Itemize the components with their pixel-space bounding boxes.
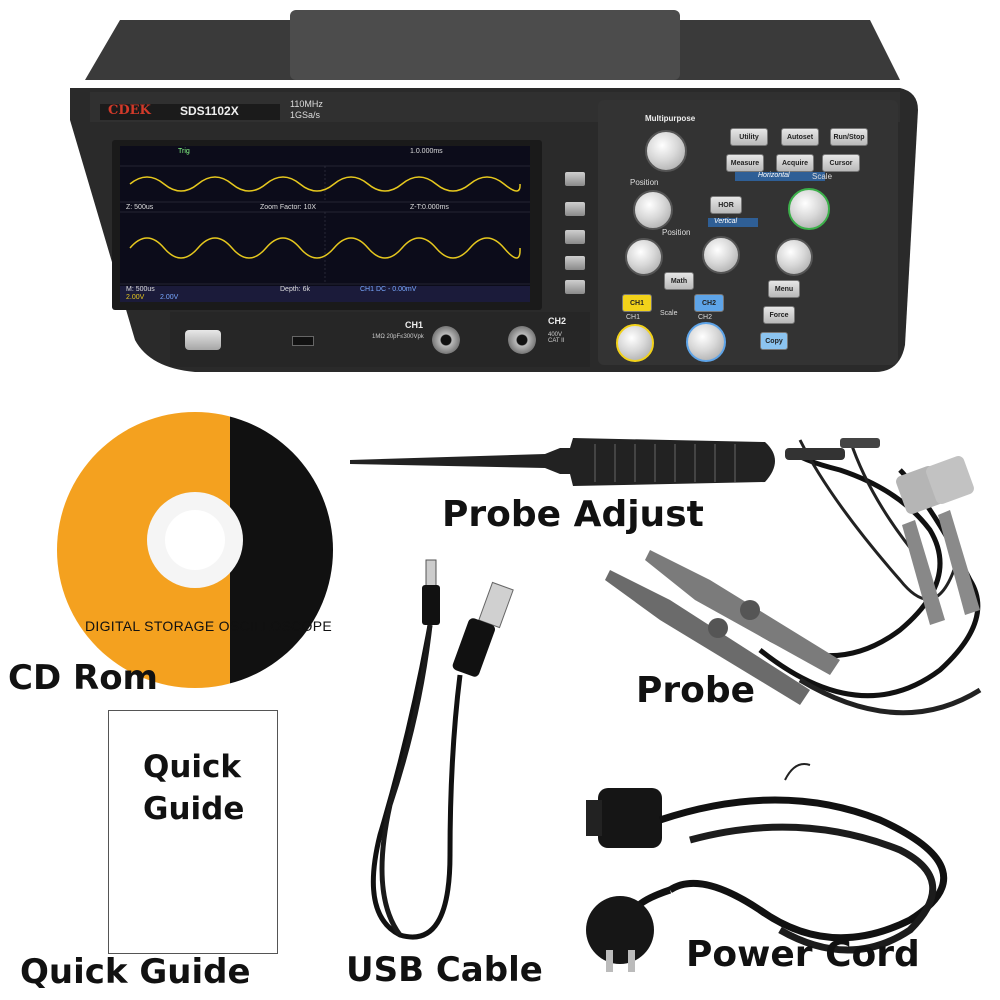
acquire-button[interactable]: Acquire bbox=[776, 154, 814, 172]
scope-screen: Trig 1.0.000ms Z: 500us Zoom Factor: 10X… bbox=[120, 146, 530, 302]
menu-button[interactable]: Menu bbox=[768, 280, 800, 298]
utility-button[interactable]: Utility bbox=[730, 128, 768, 146]
softkey-5[interactable] bbox=[565, 280, 585, 294]
usb-port[interactable] bbox=[292, 336, 314, 346]
ch2-scale-knob[interactable] bbox=[686, 322, 726, 362]
ch1-button[interactable]: CH1 bbox=[622, 294, 652, 312]
zoom-factor: Zoom Factor: 10X bbox=[260, 204, 317, 211]
cursor-button[interactable]: Cursor bbox=[822, 154, 860, 172]
probe-label: Probe bbox=[636, 670, 756, 711]
vertical-scale-label: Scale bbox=[660, 310, 678, 317]
cat-spec-label: 400V CAT II bbox=[548, 332, 565, 344]
usb-cable-label: USB Cable bbox=[346, 950, 543, 990]
horizontal-scale-label: Scale bbox=[812, 172, 833, 181]
ch1-volts: 2.00V bbox=[126, 294, 145, 301]
quick-guide-booklet: Quick Guide bbox=[108, 710, 278, 954]
autoset-button[interactable]: Autoset bbox=[781, 128, 819, 146]
softkey-4[interactable] bbox=[565, 256, 585, 270]
brand-logo: CDEK bbox=[108, 103, 151, 118]
measure-button[interactable]: Measure bbox=[726, 154, 764, 172]
main-timebase: M: 500us bbox=[126, 286, 155, 293]
softkey-3[interactable] bbox=[565, 230, 585, 244]
horizontal-position-knob[interactable] bbox=[633, 190, 673, 230]
run-stop-button[interactable]: Run/Stop bbox=[830, 128, 868, 146]
horizontal-scale-knob[interactable] bbox=[788, 188, 830, 230]
spec-bandwidth: 110MHz bbox=[290, 99, 323, 109]
copy-button[interactable]: Copy bbox=[760, 332, 788, 350]
ch1-position-knob[interactable] bbox=[625, 238, 663, 276]
trigger-level-knob[interactable] bbox=[775, 238, 813, 276]
input-spec-label: 1MΩ 20pF≤300Vpk bbox=[372, 334, 424, 340]
oscilloscope: CDEK SDS1102X 110MHz 1GSa/s Trig 1.0.000… bbox=[0, 0, 1000, 390]
quick-guide-title-line1: Quick bbox=[143, 749, 242, 785]
model-name: SDS1102X bbox=[180, 104, 239, 118]
probe-set bbox=[605, 438, 982, 716]
ch2-volts: 2.00V bbox=[160, 294, 179, 301]
zoomed-trace bbox=[129, 176, 521, 192]
softkey-1[interactable] bbox=[565, 172, 585, 186]
vertical-position-label: Position bbox=[662, 228, 691, 237]
softkey-2[interactable] bbox=[565, 202, 585, 216]
math-button[interactable]: Math bbox=[664, 272, 694, 290]
main-trace bbox=[129, 237, 521, 259]
ch2-input-label: CH2 bbox=[548, 316, 567, 326]
ch2-bnc-connector[interactable] bbox=[508, 326, 536, 354]
probe-adjust-label: Probe Adjust bbox=[442, 494, 704, 535]
spec-sample-rate: 1GSa/s bbox=[290, 110, 321, 120]
ch1-knob-label: CH1 bbox=[626, 314, 641, 321]
vertical-label: Vertical bbox=[714, 218, 738, 225]
ch1-trigger-readout: CH1 DC - 0.00mV bbox=[360, 286, 417, 293]
waveform-display bbox=[120, 165, 530, 302]
quick-guide-label: Quick Guide bbox=[20, 952, 251, 992]
depth-readout: Depth: 6k bbox=[280, 286, 310, 293]
quick-guide-title-line2: Guide bbox=[143, 791, 245, 827]
trig-label: Trig bbox=[178, 148, 190, 155]
ch1-input-label: CH1 bbox=[405, 320, 424, 330]
multipurpose-knob[interactable] bbox=[645, 130, 687, 172]
cd-rom-label: CD Rom bbox=[8, 658, 158, 698]
ch2-knob-label: CH2 bbox=[698, 314, 713, 321]
hor-button[interactable]: HOR bbox=[710, 196, 742, 214]
cd-label-text: DIGITAL STORAGE OSCILLOSCOPE bbox=[85, 618, 332, 634]
cd-rom: DIGITAL STORAGE OSCILLOSCOPE bbox=[55, 410, 335, 690]
power-cord bbox=[586, 763, 948, 972]
z-offset: Z-T:0.000ms bbox=[410, 204, 449, 211]
usb-cable bbox=[370, 559, 514, 940]
multipurpose-label: Multipurpose bbox=[645, 114, 696, 123]
probe-adjust-tool bbox=[350, 438, 775, 486]
ch1-bnc-connector[interactable] bbox=[432, 326, 460, 354]
ch1-scale-knob[interactable] bbox=[616, 324, 654, 362]
ch2-button[interactable]: CH2 bbox=[694, 294, 724, 312]
ch2-position-knob[interactable] bbox=[702, 236, 740, 274]
z-timebase: Z: 500us bbox=[126, 204, 154, 211]
horizontal-position-label: Position bbox=[630, 178, 659, 187]
time-readout: 1.0.000ms bbox=[410, 148, 443, 155]
power-cord-label: Power Cord bbox=[686, 934, 920, 975]
horizontal-label: Horizontal bbox=[758, 172, 790, 179]
force-button[interactable]: Force bbox=[763, 306, 795, 324]
cd-disc-graphic bbox=[57, 412, 333, 688]
power-button[interactable] bbox=[185, 330, 221, 350]
